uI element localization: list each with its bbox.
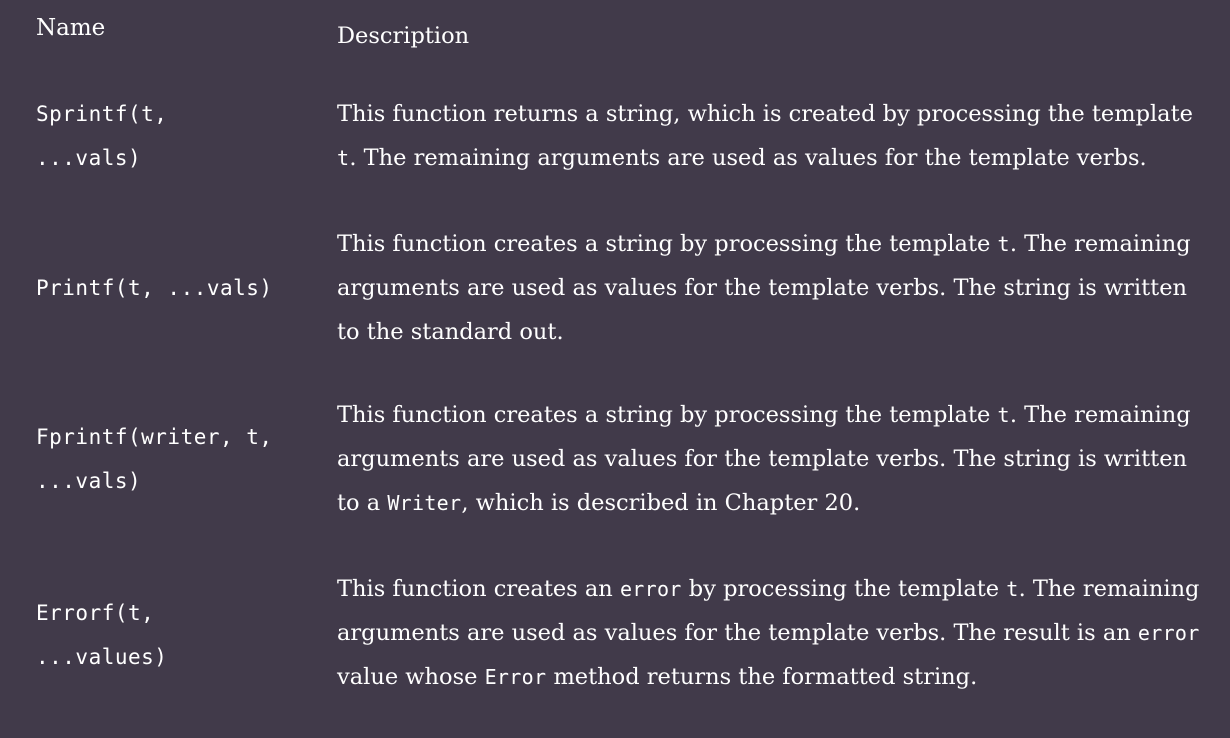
description-text: to the standard out. xyxy=(337,319,564,345)
description-line: This function returns a string, which is… xyxy=(337,92,1217,136)
function-name-line: ...values) xyxy=(36,645,168,669)
description-line: This function creates a string by proces… xyxy=(337,393,1217,437)
inline-code: t xyxy=(1006,577,1019,601)
description-text: This function creates a string by proces… xyxy=(337,402,998,428)
function-name: Errorf(t, ...values) xyxy=(36,591,306,679)
description-text: method returns the formatted string. xyxy=(546,664,978,690)
description-text: arguments are used as values for the tem… xyxy=(337,620,1138,646)
description-text: value whose xyxy=(337,664,485,690)
function-description: This function returns a string, which is… xyxy=(337,92,1217,180)
function-name: Sprintf(t, ...vals) xyxy=(36,92,306,180)
description-text: This function creates an xyxy=(337,576,620,602)
function-name-line: Fprintf(writer, t, xyxy=(36,425,273,449)
function-description: This function creates a string by proces… xyxy=(337,222,1217,354)
inline-code: t xyxy=(997,232,1010,256)
description-text: . The remaining xyxy=(1009,231,1191,257)
inline-code: Writer xyxy=(387,491,462,515)
function-name: Fprintf(writer, t, ...vals) xyxy=(36,415,306,503)
description-text: This function returns a string, which is… xyxy=(337,101,1193,127)
description-text: arguments are used as values for the tem… xyxy=(337,446,1188,472)
inline-code: Error xyxy=(484,665,547,689)
description-text: to a xyxy=(337,490,388,516)
inline-code: t xyxy=(337,146,350,170)
description-text: . The remaining arguments are used as va… xyxy=(349,145,1147,171)
description-line: This function creates an error by proces… xyxy=(337,567,1217,611)
inline-code: error xyxy=(619,577,682,601)
description-text: This function creates a string by proces… xyxy=(337,231,998,257)
description-line: to the standard out. xyxy=(337,310,1217,354)
description-line: value whose Error method returns the for… xyxy=(337,655,1217,699)
function-name-line: Printf(t, ...vals) xyxy=(36,276,273,300)
description-text: , which is described in Chapter 20. xyxy=(461,490,861,516)
function-description: This function creates a string by proces… xyxy=(337,393,1217,525)
description-line: arguments are used as values for the tem… xyxy=(337,266,1217,310)
function-name-line: Errorf(t, xyxy=(36,601,155,625)
header-name: Name xyxy=(36,15,106,41)
description-line: This function creates a string by proces… xyxy=(337,222,1217,266)
description-text: arguments are used as values for the tem… xyxy=(337,275,1188,301)
description-line: t. The remaining arguments are used as v… xyxy=(337,136,1217,180)
header-description: Description xyxy=(337,23,470,49)
function-name-line: ...vals) xyxy=(36,469,142,493)
description-text: . The remaining xyxy=(1009,402,1191,428)
inline-code: t xyxy=(997,403,1010,427)
function-description: This function creates an error by proces… xyxy=(337,567,1217,699)
description-text: by processing the template xyxy=(681,576,1007,602)
function-name: Printf(t, ...vals) xyxy=(36,266,306,310)
inline-code: error xyxy=(1137,621,1200,645)
function-name-line: ...vals) xyxy=(36,146,142,170)
function-name-line: Sprintf(t, xyxy=(36,102,168,126)
description-text: . The remaining xyxy=(1018,576,1200,602)
description-line: arguments are used as values for the tem… xyxy=(337,611,1217,655)
description-line: to a Writer, which is described in Chapt… xyxy=(337,481,1217,525)
description-line: arguments are used as values for the tem… xyxy=(337,437,1217,481)
